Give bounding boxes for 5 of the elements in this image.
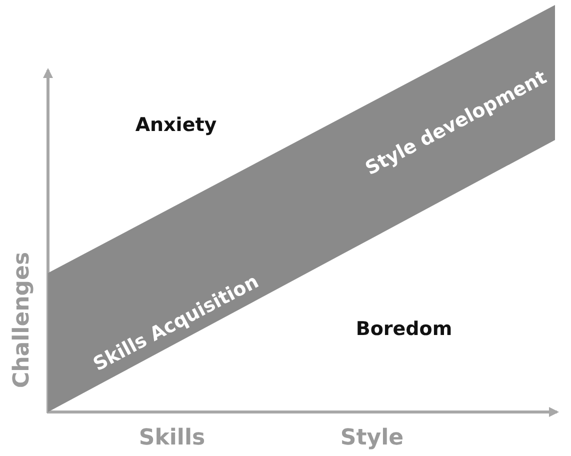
region-label: Boredom — [356, 318, 452, 340]
region-label: Anxiety — [135, 114, 217, 136]
axis-title: Challenges — [10, 252, 34, 388]
axis-label: Style — [340, 426, 404, 450]
axis-label: Skills — [138, 426, 206, 450]
